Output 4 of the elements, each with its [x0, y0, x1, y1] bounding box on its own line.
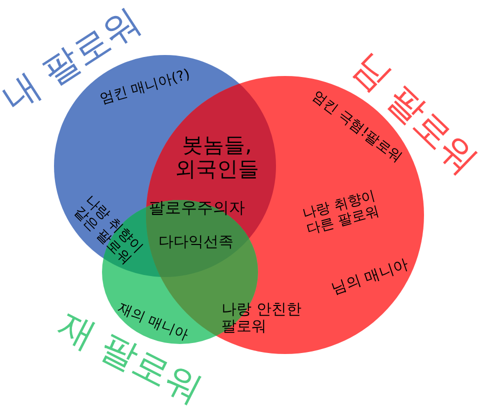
- region-label: 다다익선족: [158, 233, 234, 251]
- region-label: 봇놈들, 외국인들: [174, 132, 260, 182]
- region-label: 나랑 취향이 다른 팔로워: [300, 186, 382, 240]
- region-label: 님의 매니아: [329, 256, 411, 298]
